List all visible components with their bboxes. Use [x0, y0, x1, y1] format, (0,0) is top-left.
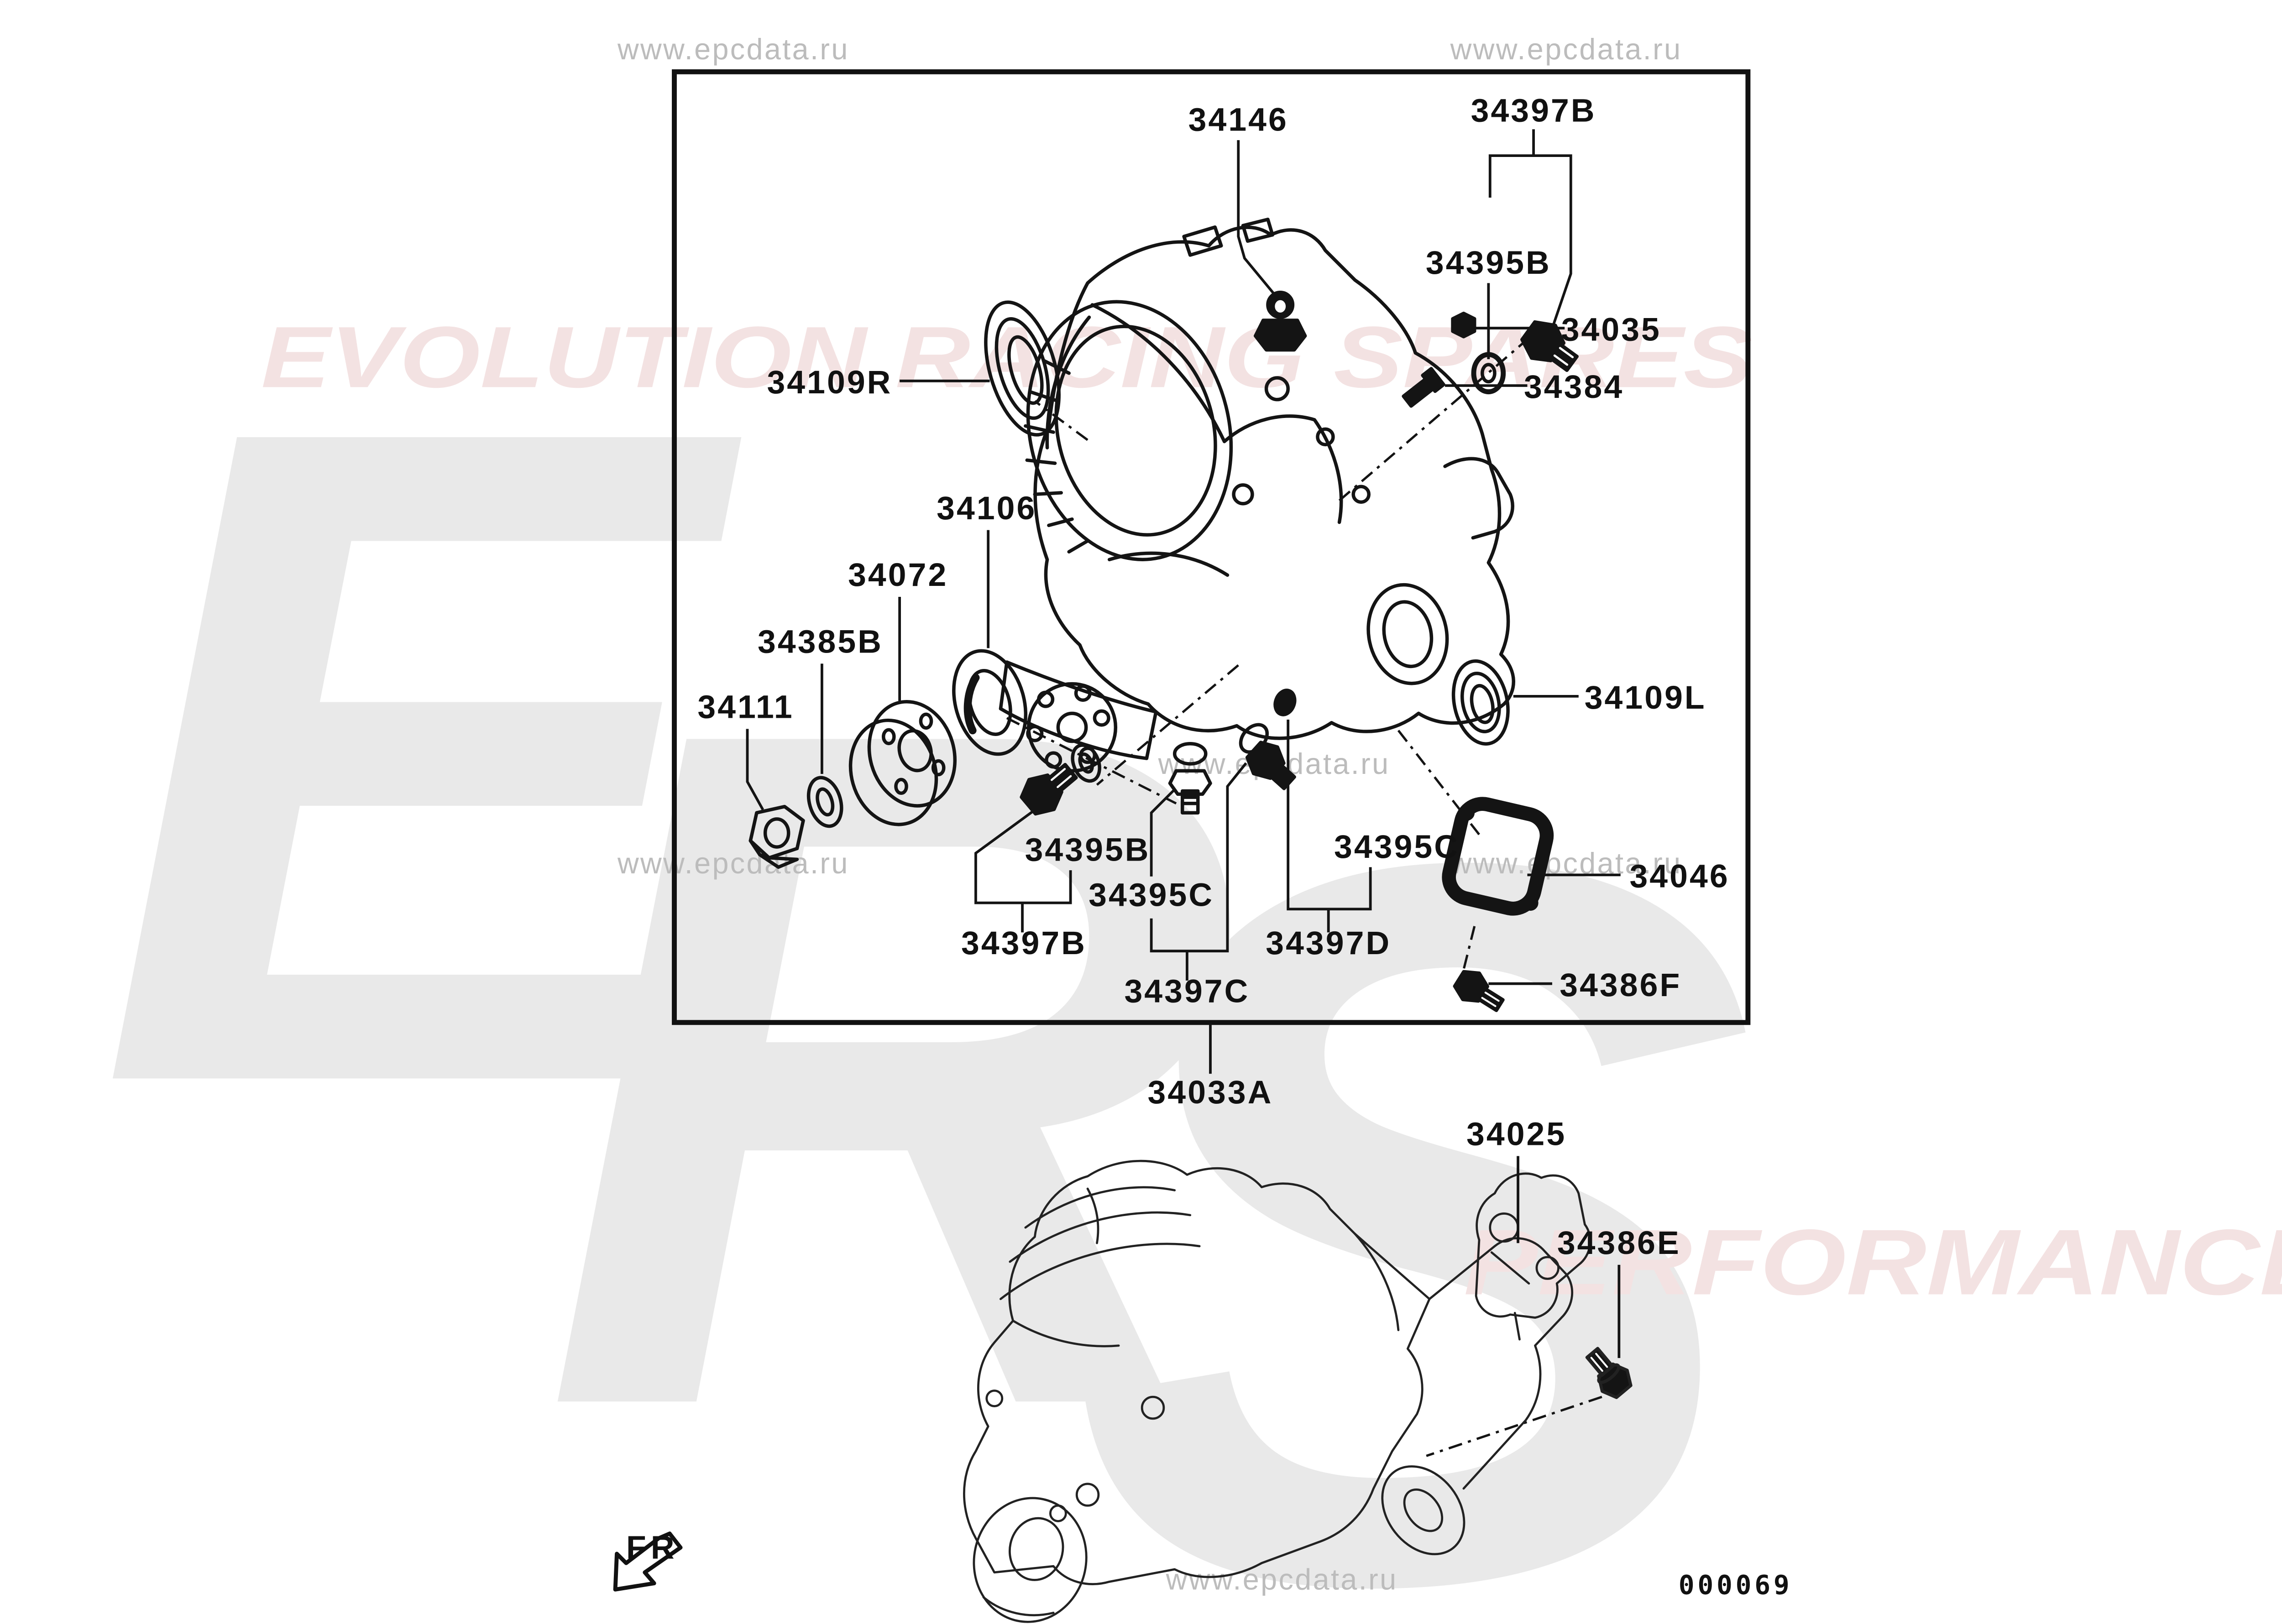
gasket-34046 [1442, 797, 1554, 916]
watermark-site-url: www.epcdata.ru [617, 32, 849, 66]
part-label-34385B: 34385B [758, 624, 883, 660]
part-label-34033A: 34033A [1148, 1074, 1273, 1111]
part-label-34386E: 34386E [1557, 1225, 1681, 1261]
nut-34111 [748, 804, 805, 869]
part-label-34035: 34035 [1561, 311, 1661, 348]
housing-body [1033, 225, 1515, 740]
callout-layer: 34146 34397B 34395B 34035 34384 34109R 34106 34… [697, 92, 1729, 1358]
leader-line-34111 [746, 729, 764, 810]
part-label-34072: 34072 [848, 557, 948, 593]
plug-34395B-top [1520, 320, 1579, 372]
flange-34072 [848, 700, 957, 826]
part-label-34109R: 34109R [767, 364, 892, 401]
sheet-number: 000069 [1679, 1570, 1793, 1601]
plug-34395B-bottom [1020, 762, 1078, 816]
washer-34106 [952, 649, 1028, 756]
bolt-34146 [1253, 291, 1307, 352]
drain-plug [1168, 742, 1212, 815]
watermark-performance: PERFORMANCE [1464, 1211, 2282, 1315]
seal-34109L [1451, 659, 1510, 746]
part-label-34384: 34384 [1524, 369, 1624, 405]
part-label-34395C: 34395C [1334, 829, 1460, 865]
watermark-site-url: www.epcdata.ru [1450, 32, 1682, 66]
bolt-34386E [1585, 1347, 1633, 1399]
washer-34385B [806, 776, 843, 828]
watermark-site-url: www.epcdata.ru [1166, 1562, 1398, 1596]
part-label-34395B: 34395B [1426, 245, 1551, 281]
leader-line-34397B [1488, 154, 1572, 343]
watermark-monogram-letter: E [96, 235, 752, 1276]
orientation-label: FR [626, 1529, 679, 1566]
part-label-34111: 34111 [697, 689, 794, 726]
fill-plug [1273, 689, 1297, 716]
part-label-34046: 34046 [1629, 858, 1729, 895]
part-label-34109L: 34109L [1585, 679, 1706, 716]
leader-line-34395C [1150, 789, 1176, 877]
part-label-34395C: 34395C [1089, 877, 1214, 913]
watermark-monogram-letter: R [541, 530, 1236, 1606]
bolt-34386F [1453, 970, 1505, 1012]
watermark-site-url: www.epcdata.ru [617, 846, 849, 880]
part-label-34397C: 34397C [1124, 973, 1250, 1010]
part-label-34146: 34146 [1188, 102, 1288, 138]
seal-34109R [984, 300, 1061, 437]
watermark-monogram-letter: S [1072, 651, 1761, 1624]
part-label-34106: 34106 [937, 490, 1036, 527]
part-label-34386F: 34386F [1560, 967, 1681, 1003]
axis-lines [1006, 332, 1602, 1457]
orientation-arrow-icon [613, 1531, 683, 1592]
part-label-34397B: 34397B [1471, 92, 1596, 129]
part-label-34025: 34025 [1466, 1116, 1566, 1153]
leader-line-34146 [1237, 140, 1275, 295]
part-label-34397B: 34397B [961, 925, 1087, 961]
assembly-outline [963, 1159, 1431, 1585]
part-label-34397D: 34397D [1266, 925, 1391, 961]
part-label-34395B: 34395B [1025, 832, 1151, 868]
leader-line-34397C [1150, 762, 1247, 953]
stud-34384 [1402, 367, 1445, 408]
hex-34035 [1451, 311, 1476, 339]
diagram-frame [672, 69, 1751, 1025]
diagram-line-art [613, 218, 1633, 1623]
leader-line-34397B [974, 805, 1072, 904]
